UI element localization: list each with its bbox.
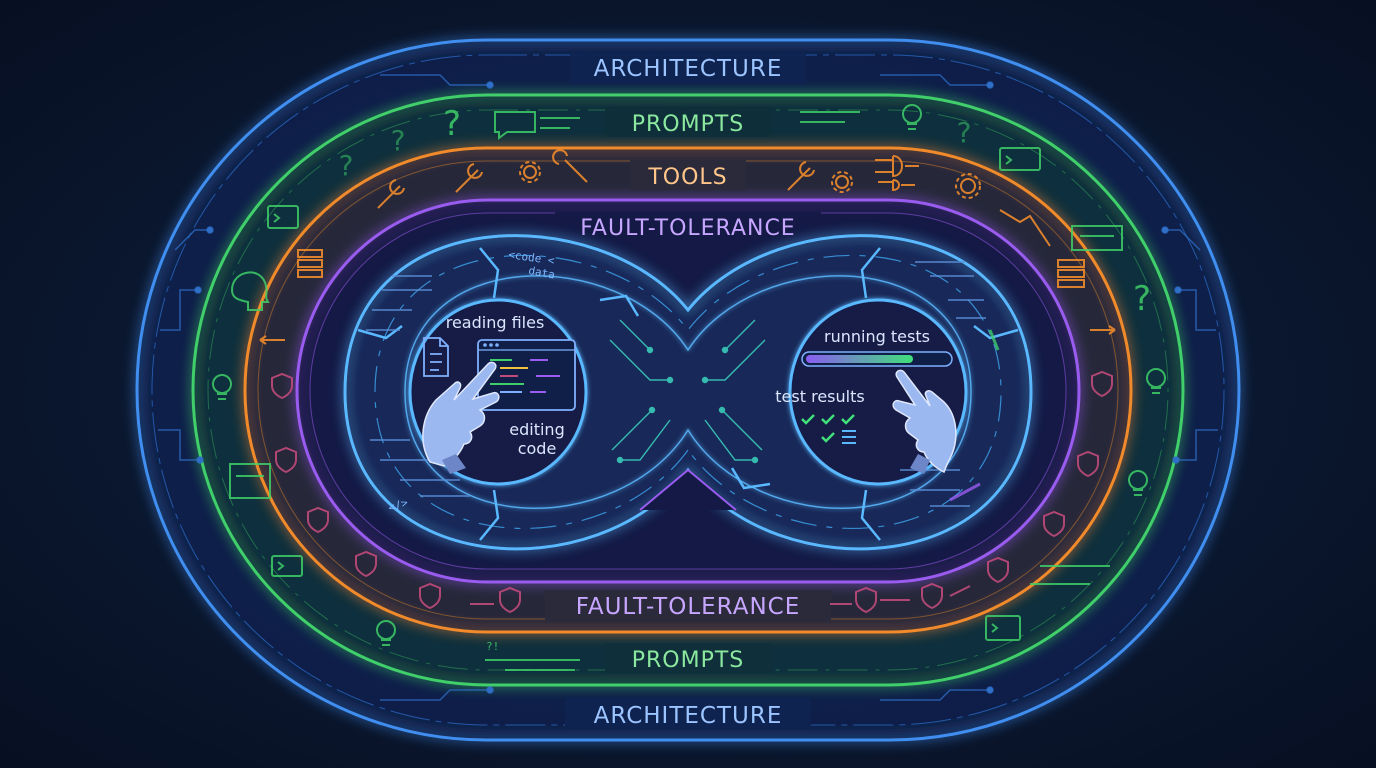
fault-tolerance-bottom-label: FAULT-TOLERANCE	[576, 594, 801, 620]
shield-icon	[419, 582, 441, 610]
reading-files-label: reading files	[446, 313, 545, 332]
svg-text:?: ?	[339, 149, 354, 182]
svg-text:?: ?	[443, 104, 461, 144]
svg-text:?: ?	[957, 116, 972, 149]
shield-icon	[1043, 510, 1065, 538]
head-icon	[230, 271, 270, 311]
wrench-icon	[787, 161, 815, 191]
shield-icon	[921, 582, 943, 610]
chat-icon	[1071, 225, 1123, 251]
editing-code-label-line1: editing	[509, 420, 564, 439]
wrench-icon	[377, 179, 405, 209]
chat-icon	[485, 659, 580, 671]
checkmark-icon	[821, 432, 835, 443]
shield-icons	[271, 370, 1113, 614]
shield-icon	[307, 506, 329, 534]
question-icon: ?	[957, 116, 972, 149]
server-icon	[1057, 259, 1085, 288]
chat-icon	[229, 463, 271, 499]
robot-hand-icon	[892, 369, 957, 474]
chat-icon	[800, 111, 860, 123]
code-snippet-2: data	[527, 264, 555, 281]
lightbulb-icon	[1128, 470, 1148, 496]
shield-icon	[271, 372, 293, 400]
question-icon: ?	[339, 149, 354, 182]
right-station: running tests test results	[775, 327, 957, 474]
terminal-icon	[999, 147, 1041, 171]
prompts-icons: ? ? ? ? ? ?!	[212, 104, 1166, 671]
crossing-traces	[609, 319, 766, 464]
checkmark-icon	[821, 414, 835, 425]
prompt-snippet: ?!	[486, 640, 499, 653]
shield-icon	[855, 586, 877, 614]
svg-text:?: ?	[1133, 279, 1151, 319]
left-station: reading files editing code	[422, 313, 576, 474]
tools-icons	[259, 149, 1116, 345]
prompts-bottom-label: PROMPTS	[632, 648, 745, 673]
checkmark-icons	[801, 414, 856, 444]
progress-bar	[801, 351, 953, 367]
svg-text:?: ?	[391, 124, 406, 157]
running-tests-label: running tests	[824, 327, 930, 346]
gear-icon	[519, 161, 541, 183]
test-results-label: test results	[775, 387, 864, 406]
question-icon: ?	[391, 124, 406, 157]
checkmark-icon	[801, 414, 815, 425]
terminal-icon	[271, 555, 303, 577]
tools-label: TOOLS	[647, 165, 727, 190]
lightbulb-icon	[1146, 368, 1166, 394]
question-icon: ?	[1133, 279, 1151, 319]
lightbulb-icon	[376, 620, 396, 646]
server-icon	[297, 249, 323, 278]
shield-icon	[1091, 370, 1113, 398]
terminal-icon	[985, 615, 1021, 641]
shield-icon	[987, 556, 1009, 584]
lightbulb-icon	[212, 374, 232, 400]
shield-icon	[1077, 450, 1099, 478]
chat-icon	[1030, 565, 1110, 585]
question-icon: ?	[443, 104, 461, 144]
checkmark-icon	[841, 414, 855, 425]
document-icon	[423, 337, 449, 377]
gear-icon	[955, 173, 981, 199]
architecture-bottom-label: ARCHITECTURE	[594, 703, 783, 729]
shield-icon	[355, 550, 377, 578]
editing-code-label-line2: code	[518, 439, 557, 458]
robot-hand-icon	[422, 361, 500, 474]
architecture-top-label: ARCHITECTURE	[594, 56, 783, 82]
layer-labels: ARCHITECTURE PROMPTS TOOLS FAULT-TOLERAN…	[545, 52, 831, 730]
code-snippet-1: <code <	[508, 248, 556, 267]
wrench-icon	[552, 149, 588, 183]
wrench-icon	[455, 163, 483, 193]
terminal-icon	[267, 205, 299, 229]
logic-gate-icon	[875, 155, 919, 192]
lightbulb-icon	[902, 104, 922, 130]
circuit-traces	[158, 74, 1218, 701]
shield-icon	[275, 446, 297, 474]
prompts-top-label: PROMPTS	[632, 112, 745, 137]
shield-icon	[499, 586, 521, 614]
fault-tolerance-top-label: FAULT-TOLERANCE	[580, 216, 795, 241]
gear-icon	[831, 171, 853, 193]
chat-icon	[494, 111, 580, 140]
